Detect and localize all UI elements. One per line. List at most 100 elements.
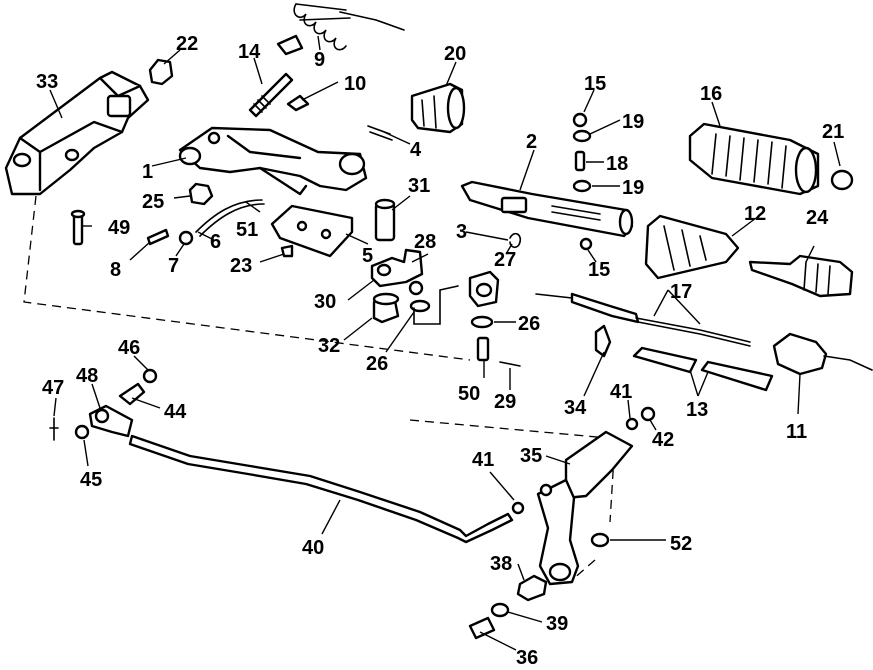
part-49-bolt — [70, 209, 86, 246]
part-13-tube-right — [700, 360, 774, 392]
callout-18: 18 — [606, 153, 628, 175]
part-24-stop-switch — [748, 254, 854, 298]
part-19-washer-lower — [572, 179, 592, 193]
part-36-bolt — [468, 616, 496, 640]
part-connector-bracket — [413, 285, 459, 325]
callout-19-bottom: 19 — [622, 177, 644, 199]
callout-1: 1 — [142, 161, 153, 183]
callout-14: 14 — [238, 41, 261, 63]
part-42-nut — [640, 406, 656, 422]
callout-31: 31 — [408, 175, 430, 197]
callout-51: 51 — [236, 219, 258, 241]
callout-45: 45 — [80, 469, 102, 491]
callout-21: 21 — [822, 121, 844, 143]
part-14-screw — [248, 72, 294, 118]
callout-24: 24 — [806, 207, 829, 229]
callout-22: 22 — [176, 33, 198, 55]
part-8-screw — [146, 228, 170, 246]
callout-46: 46 — [118, 337, 140, 359]
part-29-pin — [499, 361, 521, 367]
callout-38: 38 — [490, 553, 512, 575]
callout-42: 42 — [652, 429, 674, 451]
part-41-nut-upper — [625, 417, 639, 431]
part-2-throttle-shaft — [460, 180, 634, 238]
part-5-bracket-plate — [270, 204, 354, 258]
part-21-end-cap — [830, 169, 854, 191]
part-13-tube-left — [632, 346, 698, 374]
callout-16: 16 — [700, 83, 722, 105]
callout-48: 48 — [76, 365, 98, 387]
callout-6: 6 — [210, 231, 221, 253]
part-17-cable — [535, 292, 751, 347]
callout-40: 40 — [302, 537, 324, 559]
callout-13: 13 — [686, 399, 708, 421]
callout-34: 34 — [564, 397, 587, 419]
part-20-sleeve — [410, 82, 466, 134]
callout-36: 36 — [516, 647, 538, 669]
part-18-pin — [574, 150, 586, 172]
part-25-nut — [188, 182, 214, 206]
callout-50: 50 — [458, 383, 480, 405]
part-28-block — [468, 270, 500, 308]
part-19-washer-upper — [572, 129, 592, 143]
part-34-clip — [594, 324, 612, 358]
part-52-washer — [590, 532, 610, 548]
part-47-pin — [49, 417, 59, 441]
part-4-pin — [367, 125, 393, 141]
callout-3: 3 — [456, 221, 467, 243]
part-44-ball-stud — [118, 382, 146, 406]
part-41-nut-lower — [511, 501, 525, 515]
callout-26-left: 26 — [366, 353, 388, 375]
callout-30: 30 — [314, 291, 336, 313]
part-38-bushing — [516, 574, 548, 602]
callout-10: 10 — [344, 73, 366, 95]
part-33-mount-bracket — [4, 70, 150, 196]
callout-44: 44 — [164, 401, 187, 423]
callout-19-top: 19 — [622, 111, 644, 133]
part-45-nut — [74, 424, 90, 440]
part-30-link-block — [370, 248, 424, 288]
callout-49: 49 — [108, 217, 130, 239]
callout-17: 17 — [670, 281, 692, 303]
callout-11: 11 — [786, 421, 807, 443]
part-31-stud — [374, 198, 396, 242]
callout-41-bottom: 41 — [472, 449, 494, 471]
callout-28: 28 — [414, 231, 436, 253]
part-1-tiller-arm — [178, 126, 368, 196]
part-11-cylinder — [772, 332, 873, 376]
part-15-ball — [572, 112, 588, 128]
callout-35: 35 — [520, 445, 542, 467]
callout-52: 52 — [670, 533, 692, 555]
callout-4: 4 — [410, 139, 422, 161]
part-50-stud — [476, 336, 490, 362]
part-nut-small — [408, 280, 424, 296]
callout-labels: 1 2 3 4 5 6 7 8 9 10 11 12 13 14 15 15 1… — [36, 33, 844, 669]
assembly-guide-lines — [23, 195, 616, 581]
part-15-ball-lower — [579, 237, 593, 251]
part-22-cap — [148, 58, 174, 86]
callout-9: 9 — [314, 49, 325, 71]
callout-41-top: 41 — [610, 381, 632, 403]
part-23-screw — [280, 244, 294, 258]
part-26-washer-right — [470, 315, 494, 329]
part-3-clip — [509, 232, 522, 249]
part-16-handle-grip — [688, 122, 820, 196]
callout-5: 5 — [362, 245, 373, 267]
part-12-cone-sleeve — [644, 214, 740, 280]
part-40-link-rod — [128, 434, 514, 544]
part-35-lever-arm — [536, 430, 634, 586]
callout-12: 12 — [744, 203, 766, 225]
callout-29: 29 — [494, 391, 516, 413]
part-26-washer-left — [409, 299, 431, 313]
callout-32: 32 — [318, 335, 340, 357]
callout-15-top: 15 — [584, 73, 606, 95]
callout-8: 8 — [110, 259, 121, 281]
callout-25: 25 — [142, 191, 164, 213]
callout-23: 23 — [230, 255, 252, 277]
callout-33: 33 — [36, 71, 58, 93]
callout-47: 47 — [42, 377, 64, 399]
callout-20: 20 — [444, 43, 466, 65]
part-39-washer — [490, 602, 510, 618]
callout-7: 7 — [168, 255, 179, 277]
